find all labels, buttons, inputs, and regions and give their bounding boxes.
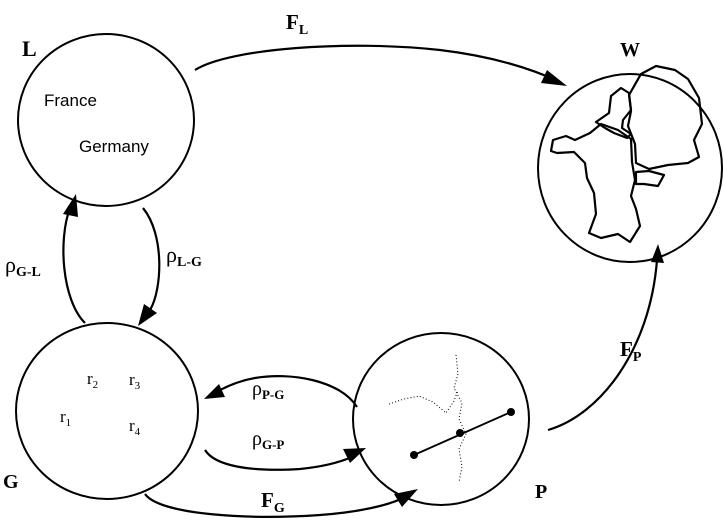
node-L-circle bbox=[17, 33, 195, 207]
edge-rho-P-G bbox=[214, 375, 358, 408]
node-P-label: P bbox=[535, 481, 547, 503]
edge-F-G bbox=[144, 493, 406, 518]
region-label-r4: r4 bbox=[129, 416, 141, 438]
region-label-r3: r3 bbox=[129, 370, 141, 392]
node-P-circle bbox=[352, 332, 530, 506]
edge-label-rho-G-L: ρG-L bbox=[5, 252, 41, 280]
arrowhead-F-P bbox=[651, 244, 664, 263]
map-belgium-netherlands-outline bbox=[594, 86, 633, 140]
edge-label-rho-L-G: ρL-G bbox=[166, 242, 202, 270]
region-label-r1: r1 bbox=[60, 407, 71, 429]
edge-label-rho-P-G: ρP-G bbox=[252, 378, 284, 402]
edge-rho-G-L bbox=[62, 207, 86, 324]
map-germany-outline bbox=[626, 64, 704, 171]
edge-label-F-L: FL bbox=[286, 10, 308, 38]
map-france-outline bbox=[549, 122, 642, 244]
node-G-circle bbox=[15, 322, 199, 500]
node-W-circle bbox=[537, 73, 723, 263]
edge-rho-L-G bbox=[142, 207, 161, 311]
arrowhead-F-G bbox=[394, 489, 418, 507]
country-label-germany: Germany bbox=[79, 137, 149, 156]
dotted-boundary-1 bbox=[453, 354, 467, 483]
graph-vertex-3 bbox=[410, 451, 418, 459]
graph-vertex-2 bbox=[456, 429, 464, 437]
edge-rho-G-P bbox=[204, 449, 353, 471]
node-G-label: G bbox=[3, 471, 19, 493]
graph-vertex-1 bbox=[507, 408, 515, 416]
arrowhead-rho-L-G bbox=[138, 304, 157, 326]
node-L-label: L bbox=[22, 36, 37, 61]
graph-drawing bbox=[388, 354, 515, 483]
edge-F-L bbox=[194, 44, 561, 83]
map-drawing bbox=[549, 64, 704, 244]
arrowhead-F-L bbox=[541, 70, 567, 86]
edge-label-F-P: FP bbox=[620, 337, 642, 365]
edge-label-rho-G-P: ρG-P bbox=[252, 428, 284, 452]
dotted-boundary-2 bbox=[388, 389, 459, 414]
map-switzerland-outline bbox=[634, 169, 666, 188]
edge-F-P bbox=[547, 259, 659, 432]
arrowhead-rho-P-G bbox=[204, 384, 225, 399]
arrowhead-rho-G-P bbox=[343, 448, 366, 463]
arrowhead-rho-G-L bbox=[63, 194, 78, 217]
region-label-r2: r2 bbox=[87, 369, 98, 391]
node-W-label: W bbox=[620, 39, 640, 61]
country-label-france: France bbox=[44, 91, 97, 110]
edge-label-F-G: FG bbox=[261, 488, 285, 516]
